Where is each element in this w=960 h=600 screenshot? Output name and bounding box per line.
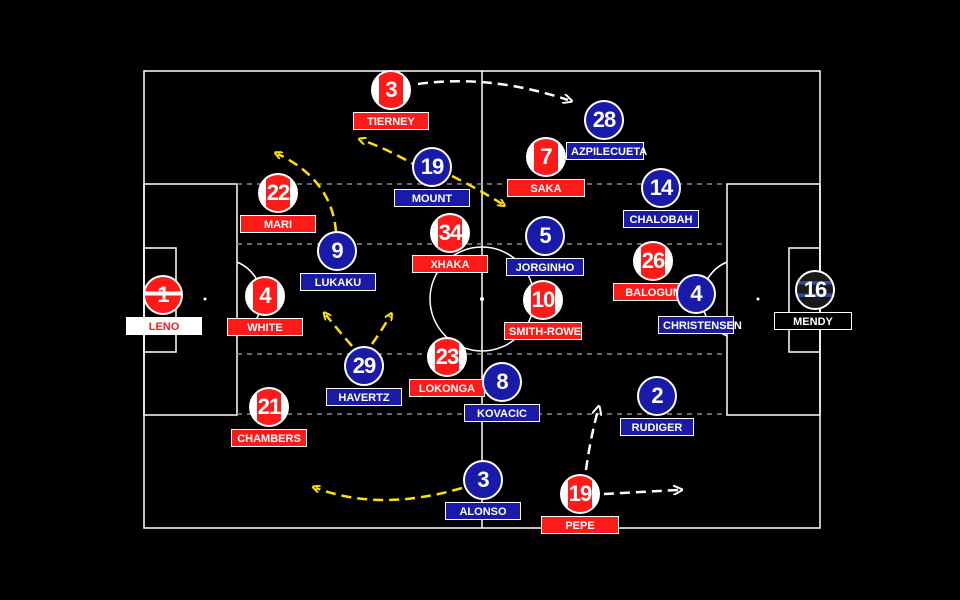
player-number: 26	[633, 241, 673, 281]
player-number: 3	[463, 460, 503, 500]
arrow-lukaku	[278, 154, 338, 233]
player-number: 23	[427, 337, 467, 377]
player-number: 29	[344, 346, 384, 386]
player-number: 28	[584, 100, 624, 140]
arrow-pepe-up	[584, 410, 598, 471]
player-number: 4	[245, 276, 285, 316]
player-name: KOVACIC	[464, 404, 540, 422]
player-number: 5	[525, 216, 565, 256]
player-name: JORGINHO	[506, 258, 584, 276]
player-name: LUKAKU	[300, 273, 376, 291]
left-penalty-spot	[203, 297, 207, 301]
arrow-tierney	[417, 80, 568, 100]
player-number: 2	[637, 376, 677, 416]
player-name: WHITE	[227, 318, 303, 336]
player-number: 19	[412, 147, 452, 187]
player-name: TIERNEY	[353, 112, 429, 130]
movement-arrows	[278, 80, 678, 502]
player-number: 8	[482, 362, 522, 402]
arrow-pepe-right	[603, 490, 678, 494]
player-name: XHAKA	[412, 255, 488, 273]
arrow-mount-right	[451, 174, 502, 204]
player-number: 16	[795, 270, 835, 310]
player-name: CHRISTENSEN	[658, 316, 742, 334]
player-name: LENO	[126, 317, 202, 335]
player-name: BALOGUN	[613, 283, 693, 301]
arrow-alonso	[316, 488, 463, 502]
right-penalty-spot	[756, 297, 760, 301]
player-number: 34	[430, 213, 470, 253]
player-name: SMITH-ROWE	[504, 322, 582, 340]
player-number: 14	[641, 168, 681, 208]
arrow-havertz-left	[326, 315, 353, 347]
player-name: PEPE	[541, 516, 619, 534]
player-name: MENDY	[774, 312, 852, 330]
player-name: SAKA	[507, 179, 585, 197]
player-name: RUDIGER	[620, 418, 694, 436]
player-name: MOUNT	[394, 189, 470, 207]
player-name: HAVERTZ	[326, 388, 402, 406]
player-number: 1	[143, 275, 183, 315]
player-number: 7	[526, 137, 566, 177]
center-spot	[480, 297, 484, 301]
player-number: 19	[560, 474, 600, 514]
player-name: MARI	[240, 215, 316, 233]
player-name: CHAMBERS	[231, 429, 307, 447]
player-number: 4	[676, 274, 716, 314]
arrow-havertz-right	[370, 316, 390, 345]
player-number: 21	[249, 387, 289, 427]
player-number: 9	[317, 231, 357, 271]
player-name: CHALOBAH	[623, 210, 699, 228]
player-number: 22	[258, 173, 298, 213]
player-name: AZPILECUETA	[566, 142, 647, 160]
player-number: 3	[371, 70, 411, 110]
player-number: 10	[523, 280, 563, 320]
player-name: ALONSO	[445, 502, 521, 520]
player-name: LOKONGA	[409, 379, 485, 397]
